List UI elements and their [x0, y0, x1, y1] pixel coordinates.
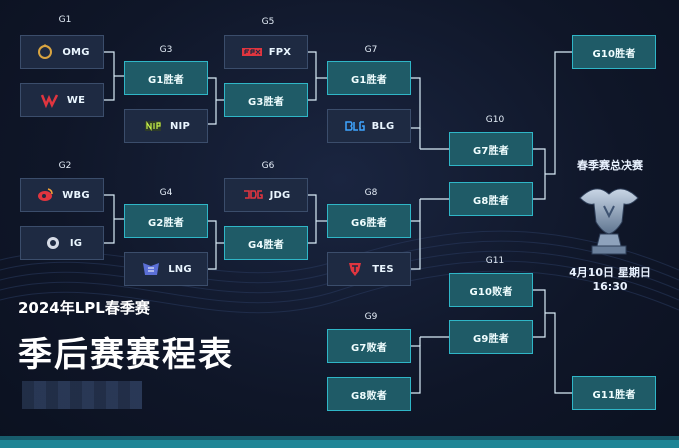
group-label-g5: G5: [261, 17, 275, 27]
ig-logo-icon: [42, 235, 64, 251]
team-nip: NIP: [124, 109, 208, 143]
team-tes: TES: [327, 252, 411, 286]
team-lng: LNG: [124, 252, 208, 286]
final-time: 16:30: [592, 279, 628, 293]
group-label-g4: G4: [159, 188, 173, 198]
team-blg: BLG: [327, 109, 411, 143]
group-label-g11: G11: [485, 256, 505, 266]
slot-g6-winner: G6胜者: [327, 204, 411, 238]
team-wbg: WBG: [20, 178, 104, 212]
team-name: NIP: [169, 120, 191, 132]
fpx-logo-icon: [241, 44, 263, 60]
slot-g8-winner: G8胜者: [449, 182, 533, 216]
slot-g7-loser: G7败者: [327, 329, 411, 363]
slot-g10-winner: G10胜者: [572, 35, 656, 69]
team-ig: IG: [20, 226, 104, 260]
slot-g7-winner: G7胜者: [449, 132, 533, 166]
trophy-icon: [566, 176, 652, 262]
slot-g8-loser: G8败者: [327, 377, 411, 411]
blg-logo-icon: [344, 118, 366, 134]
slot-g4-winner: G4胜者: [224, 226, 308, 260]
team-name: OMG: [62, 46, 90, 58]
team-we: WE: [20, 83, 104, 117]
team-name: JDG: [269, 189, 291, 201]
team-name: TES: [372, 263, 394, 275]
team-name: FPX: [268, 46, 292, 58]
nip-logo-icon: [142, 118, 164, 134]
page-subtitle: 2024年LPL春季赛: [18, 299, 150, 317]
team-name: LNG: [168, 263, 192, 275]
slot-g11-winner: G11胜者: [572, 376, 656, 410]
we-logo-icon: [39, 92, 61, 108]
team-name: IG: [69, 237, 83, 249]
page-title: 季后赛赛程表: [18, 335, 234, 375]
lng-logo-icon: [140, 261, 162, 277]
group-label-g7: G7: [364, 45, 378, 55]
group-label-g1: G1: [58, 15, 72, 25]
slot-g10-loser: G10败者: [449, 273, 533, 307]
final-title: 春季赛总决赛: [577, 159, 643, 172]
tes-logo-icon: [344, 261, 366, 277]
wbg-logo-icon: [34, 187, 56, 203]
group-label-g9: G9: [364, 312, 378, 322]
group-label-g10: G10: [485, 115, 505, 125]
team-name: BLG: [371, 120, 395, 132]
jdg-logo-icon: [242, 187, 264, 203]
group-label-g8: G8: [364, 188, 378, 198]
group-label-g2: G2: [58, 161, 72, 171]
slot-g1-winner-g7: G1胜者: [327, 61, 411, 95]
team-name: WE: [66, 94, 86, 106]
group-label-g6: G6: [261, 161, 275, 171]
final-date: 4月10日 星期日: [569, 266, 651, 279]
omg-logo-icon: [34, 44, 56, 60]
blurred-watermark: [22, 381, 142, 409]
group-label-g3: G3: [159, 45, 173, 55]
team-jdg: JDG: [224, 178, 308, 212]
team-fpx: FPX: [224, 35, 308, 69]
slot-g2-winner: G2胜者: [124, 204, 208, 238]
final-schedule: 4月10日 星期日 16:30: [560, 266, 660, 294]
slot-g3-winner: G3胜者: [224, 83, 308, 117]
slot-g9-winner: G9胜者: [449, 320, 533, 354]
slot-g1-winner: G1胜者: [124, 61, 208, 95]
team-name: WBG: [62, 189, 90, 201]
team-omg: OMG: [20, 35, 104, 69]
